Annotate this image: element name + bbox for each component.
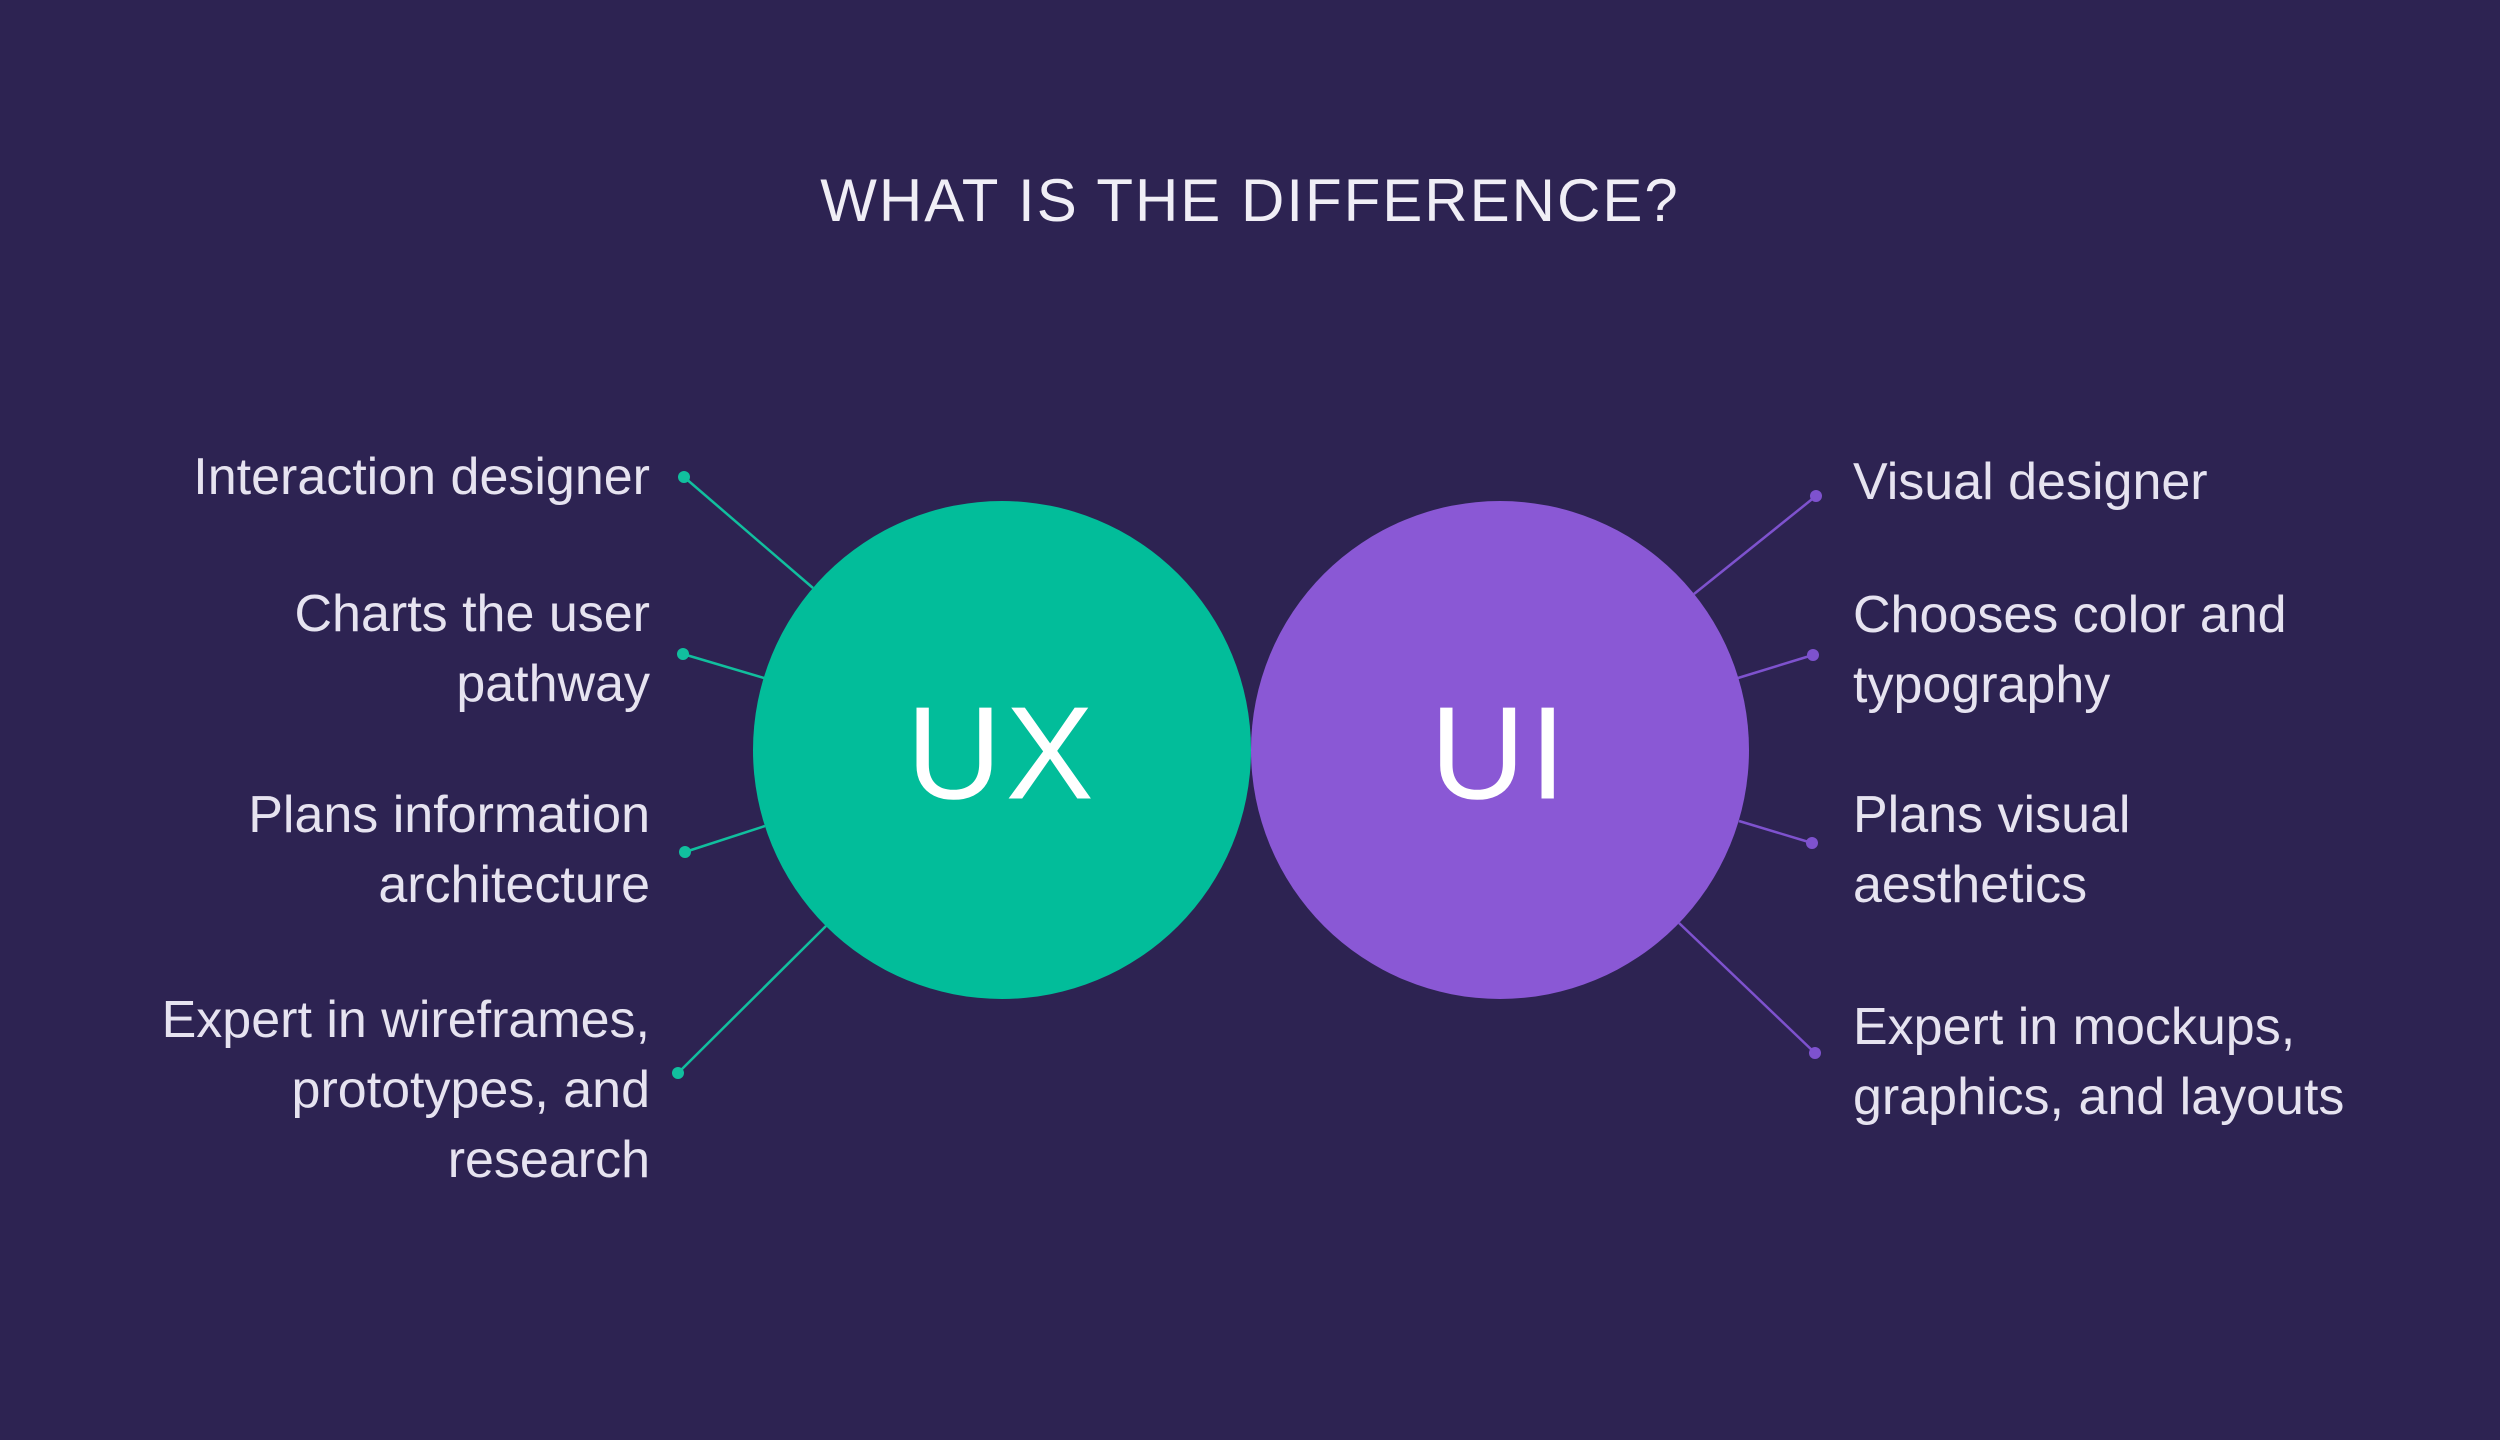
ux-connector-dot-4 (672, 1067, 684, 1079)
ux-connector-dot-2 (677, 648, 689, 660)
ui-connector-line-2 (1737, 653, 1814, 680)
ui-circle (1251, 501, 1749, 999)
ux-connector-line-1 (683, 476, 814, 589)
ui-connector-dot-2 (1807, 649, 1819, 661)
ux-point-information-architecture: Plans information architecture (248, 786, 650, 914)
ux-connector-dot-3 (679, 846, 691, 858)
ui-point-mockups-graphics-layouts: Expert in mockups, graphics, and layouts (1853, 998, 2345, 1126)
ux-connector-line-3 (684, 824, 766, 854)
ui-connector-dot-1 (1810, 490, 1822, 502)
ux-connector-dot-1 (678, 471, 690, 483)
ui-connector-dot-3 (1806, 837, 1818, 849)
ux-circle (753, 501, 1251, 999)
ux-circle-label: UX (906, 679, 1098, 827)
ux-connector-line-2 (682, 652, 765, 680)
ui-point-visual-aesthetics: Plans visual aesthetics (1853, 786, 2131, 914)
ui-point-visual-designer: Visual designer (1853, 453, 2208, 511)
ux-point-charts-user-pathway: Charts the user pathway (294, 585, 651, 713)
ux-connector-line-4 (677, 925, 827, 1074)
ui-connector-line-4 (1678, 922, 1816, 1054)
ui-connector-line-3 (1738, 819, 1813, 845)
page-title: WHAT IS THE DIFFERENCE? (820, 167, 1680, 234)
ux-point-wireframes-prototypes-research: Expert in wireframes, prototypes, and re… (161, 991, 650, 1189)
ui-connector-dot-4 (1809, 1047, 1821, 1059)
ui-circle-label: UI (1430, 679, 1570, 827)
ux-point-interaction-designer: Interaction designer (193, 448, 650, 506)
ui-connector-line-1 (1693, 495, 1817, 595)
ui-point-color-typography: Chooses color and typography (1853, 586, 2287, 714)
